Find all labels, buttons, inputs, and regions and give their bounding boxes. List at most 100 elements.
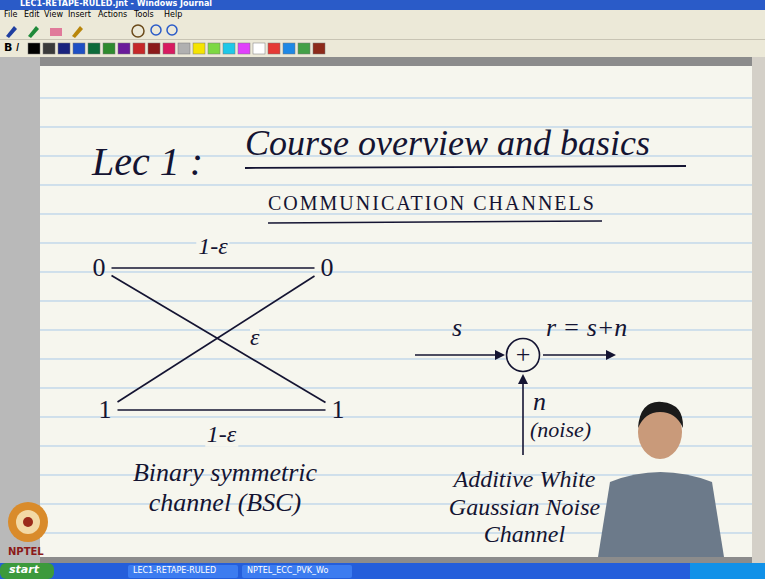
taskbar-label: LEC1-RETAPE-RULED xyxy=(133,567,216,576)
node-text: 1 xyxy=(99,396,112,425)
palette-swatch xyxy=(178,43,190,54)
bold-button-text: B xyxy=(4,41,12,54)
window-title-text: LEC1-RETAPE-RULED.jnt - Windows Journal xyxy=(20,0,212,8)
color-palette xyxy=(28,43,325,54)
palette-swatch xyxy=(253,43,265,54)
node-text: 1 xyxy=(332,396,345,425)
menu-item: Actions xyxy=(98,11,127,20)
input-wire xyxy=(415,354,498,356)
menu-item-text: Help xyxy=(164,10,182,19)
crossover-probability: ε xyxy=(250,324,259,350)
page-title: Course overview and basics xyxy=(245,124,650,164)
probability-label: 1-ε xyxy=(198,233,227,259)
palette-swatch xyxy=(163,43,175,54)
palette-swatch xyxy=(43,43,55,54)
ruled-line xyxy=(40,243,752,244)
palette-swatch xyxy=(88,43,100,54)
eraser-icon xyxy=(50,28,62,36)
palette-swatch xyxy=(298,43,310,54)
output-symbol: 1 xyxy=(326,394,351,427)
italic-button-text: I xyxy=(16,41,19,54)
ruled-line xyxy=(40,388,752,389)
palette-swatch xyxy=(283,43,295,54)
input-symbol: 1 xyxy=(93,394,118,427)
palette-swatch xyxy=(313,43,325,54)
menu-item: Tools xyxy=(134,11,154,20)
section-heading-text: COMMUNICATION CHANNELS xyxy=(268,192,596,214)
ruled-line xyxy=(40,272,752,273)
zoom-icon xyxy=(151,25,161,35)
taskbar-label-text: LEC1-RETAPE-RULED xyxy=(133,566,216,575)
probability-label: 1-ε xyxy=(207,421,236,447)
node-text: 0 xyxy=(321,254,334,283)
menu-bar xyxy=(0,10,765,22)
menu-item-text: Tools xyxy=(134,10,154,19)
hand-icon xyxy=(132,25,144,37)
menu-item-text: Actions xyxy=(98,10,127,19)
menu-item-text: View xyxy=(44,10,63,19)
signal-name: s xyxy=(452,314,462,343)
signal-name-text: r = s+n xyxy=(546,313,627,342)
signal-name-text: n xyxy=(533,387,546,416)
heading-underline xyxy=(268,221,602,223)
output-wire xyxy=(543,354,608,356)
scroll-bar xyxy=(752,57,765,563)
title-underline xyxy=(245,166,686,168)
note-page xyxy=(40,66,752,557)
logo-text-text: NPTEL xyxy=(8,546,44,557)
tool-bar xyxy=(0,22,765,40)
channel-caption-text: Binary symmetric channel (BSC) xyxy=(133,458,317,517)
crossover-probability-text: ε xyxy=(250,324,259,350)
nptel-logo xyxy=(23,517,33,527)
palette-swatch xyxy=(193,43,205,54)
node-text: 0 xyxy=(93,254,106,283)
palette-swatch xyxy=(28,43,40,54)
section-heading: COMMUNICATION CHANNELS xyxy=(268,192,596,214)
palette-swatch xyxy=(238,43,250,54)
palette-swatch xyxy=(148,43,160,54)
menu-item: File xyxy=(4,11,17,20)
channel-caption: Additive White Gaussian Noise Channel xyxy=(432,466,617,549)
ruled-line xyxy=(40,301,752,302)
lecture-number-text: Lec 1 : xyxy=(92,139,203,184)
signal-name: r = s+n xyxy=(546,314,627,343)
pen-icon xyxy=(6,26,17,38)
menu-item: View xyxy=(44,11,63,20)
menu-item: Help xyxy=(164,11,182,20)
menu-item-text: File xyxy=(4,10,17,19)
system-tray xyxy=(690,563,765,579)
menu-item: Edit xyxy=(24,11,40,20)
taskbar-label: NPTEL_ECC_PVK_Wo xyxy=(247,567,328,576)
palette-swatch xyxy=(133,43,145,54)
ruled-line xyxy=(40,98,752,99)
taskbar xyxy=(0,563,765,579)
arrow-head xyxy=(518,374,528,384)
ruled-line xyxy=(40,185,752,186)
arrow-head xyxy=(495,350,505,360)
palette-swatch xyxy=(223,43,235,54)
taskbar-label-text: NPTEL_ECC_PVK_Wo xyxy=(247,566,328,575)
nptel-logo xyxy=(16,510,40,534)
start-label: start xyxy=(9,564,39,576)
palette-swatch xyxy=(268,43,280,54)
arrow-head xyxy=(606,350,616,360)
signal-note: (noise) xyxy=(530,418,591,442)
ruled-lines xyxy=(40,98,752,533)
bold-button: B xyxy=(4,42,12,54)
input-symbol: 0 xyxy=(87,252,112,285)
workspace xyxy=(0,57,765,563)
nptel-logo xyxy=(8,502,48,542)
highlighter-icon xyxy=(28,26,39,38)
ruled-line xyxy=(40,330,752,331)
palette-swatch xyxy=(58,43,70,54)
start-button xyxy=(0,563,54,579)
presenter-body xyxy=(598,472,724,557)
palette-swatch xyxy=(208,43,220,54)
title-bar xyxy=(0,0,765,10)
adder-outline xyxy=(507,339,540,372)
bar-divider xyxy=(0,39,765,40)
